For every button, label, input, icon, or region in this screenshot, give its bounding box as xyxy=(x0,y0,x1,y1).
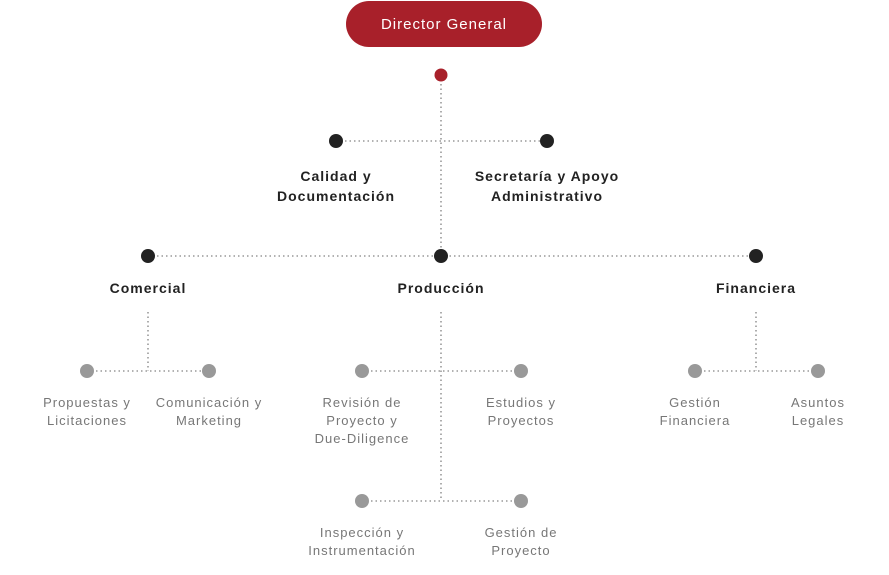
department-label-produccion-line: Producción xyxy=(397,280,485,296)
unit-dot-propuestas xyxy=(80,364,94,378)
unit-dot-gestion-proyecto xyxy=(514,494,528,508)
unit-label-revision: Revisión de Proyecto y Due-Diligence xyxy=(315,394,410,448)
unit-label-revision-line: Revisión de xyxy=(322,395,402,410)
root-label: Director General xyxy=(380,15,508,33)
department-label-comercial-line: Comercial xyxy=(109,280,187,296)
unit-label-inspeccion: Inspección y Instrumentación xyxy=(308,524,416,560)
department-dot-comercial xyxy=(141,249,155,263)
unit-label-propuestas-line: Propuestas y xyxy=(43,395,131,410)
staff-label-calidad: Calidad y Documentación xyxy=(277,166,395,206)
unit-dot-inspeccion xyxy=(355,494,369,508)
unit-label-gestion-proyecto-line: Proyecto xyxy=(491,543,551,558)
unit-dot-comunicacion xyxy=(202,364,216,378)
unit-label-revision-line: Proyecto y xyxy=(326,413,398,428)
staff-dot-calidad xyxy=(329,134,343,148)
staff-label-calidad-line: Calidad y xyxy=(300,168,372,184)
staff-label-secretaria-line: Secretaría y Apoyo xyxy=(474,168,620,184)
staff-dot-secretaria xyxy=(540,134,554,148)
staff-label-secretaria-line: Administrativo xyxy=(490,188,604,204)
root-dot xyxy=(434,68,448,82)
unit-label-estudios-line: Estudios y xyxy=(486,395,556,410)
unit-label-asuntos-legales-line: Asuntos xyxy=(791,395,845,410)
unit-dot-asuntos-legales xyxy=(811,364,825,378)
unit-label-inspeccion-line: Instrumentación xyxy=(308,543,416,558)
department-label-financiera: Financiera xyxy=(716,278,796,298)
unit-label-inspeccion-line: Inspección y xyxy=(319,525,405,540)
unit-label-comunicacion-line: Comunicación y xyxy=(155,395,263,410)
unit-label-estudios-line: Proyectos xyxy=(487,413,555,428)
department-dot-financiera xyxy=(749,249,763,263)
unit-label-asuntos-legales-line: Legales xyxy=(791,413,845,428)
unit-label-gestion-financiera-line: Gestión xyxy=(669,395,721,410)
unit-label-gestion-proyecto-line: Gestión de xyxy=(484,525,558,540)
unit-label-comunicacion-line: Marketing xyxy=(175,413,243,428)
department-label-financiera-line: Financiera xyxy=(715,280,797,296)
staff-label-calidad-line: Documentación xyxy=(276,188,396,204)
unit-label-comunicacion: Comunicación y Marketing xyxy=(156,394,263,430)
department-dot-produccion xyxy=(434,249,448,263)
unit-label-gestion-proyecto: Gestión de Proyecto xyxy=(485,524,558,560)
unit-label-gestion-financiera-line: Financiera xyxy=(659,413,731,428)
department-label-produccion: Producción xyxy=(397,278,484,298)
unit-label-revision-line: Due-Diligence xyxy=(314,431,410,446)
unit-label-estudios: Estudios y Proyectos xyxy=(486,394,556,430)
root-node-director-general: Director General xyxy=(346,1,542,47)
unit-dot-revision xyxy=(355,364,369,378)
unit-dot-gestion-financiera xyxy=(688,364,702,378)
unit-dot-estudios xyxy=(514,364,528,378)
department-label-comercial: Comercial xyxy=(110,278,187,298)
unit-label-propuestas-line: Licitaciones xyxy=(47,413,127,428)
unit-label-propuestas: Propuestas y Licitaciones xyxy=(43,394,131,430)
